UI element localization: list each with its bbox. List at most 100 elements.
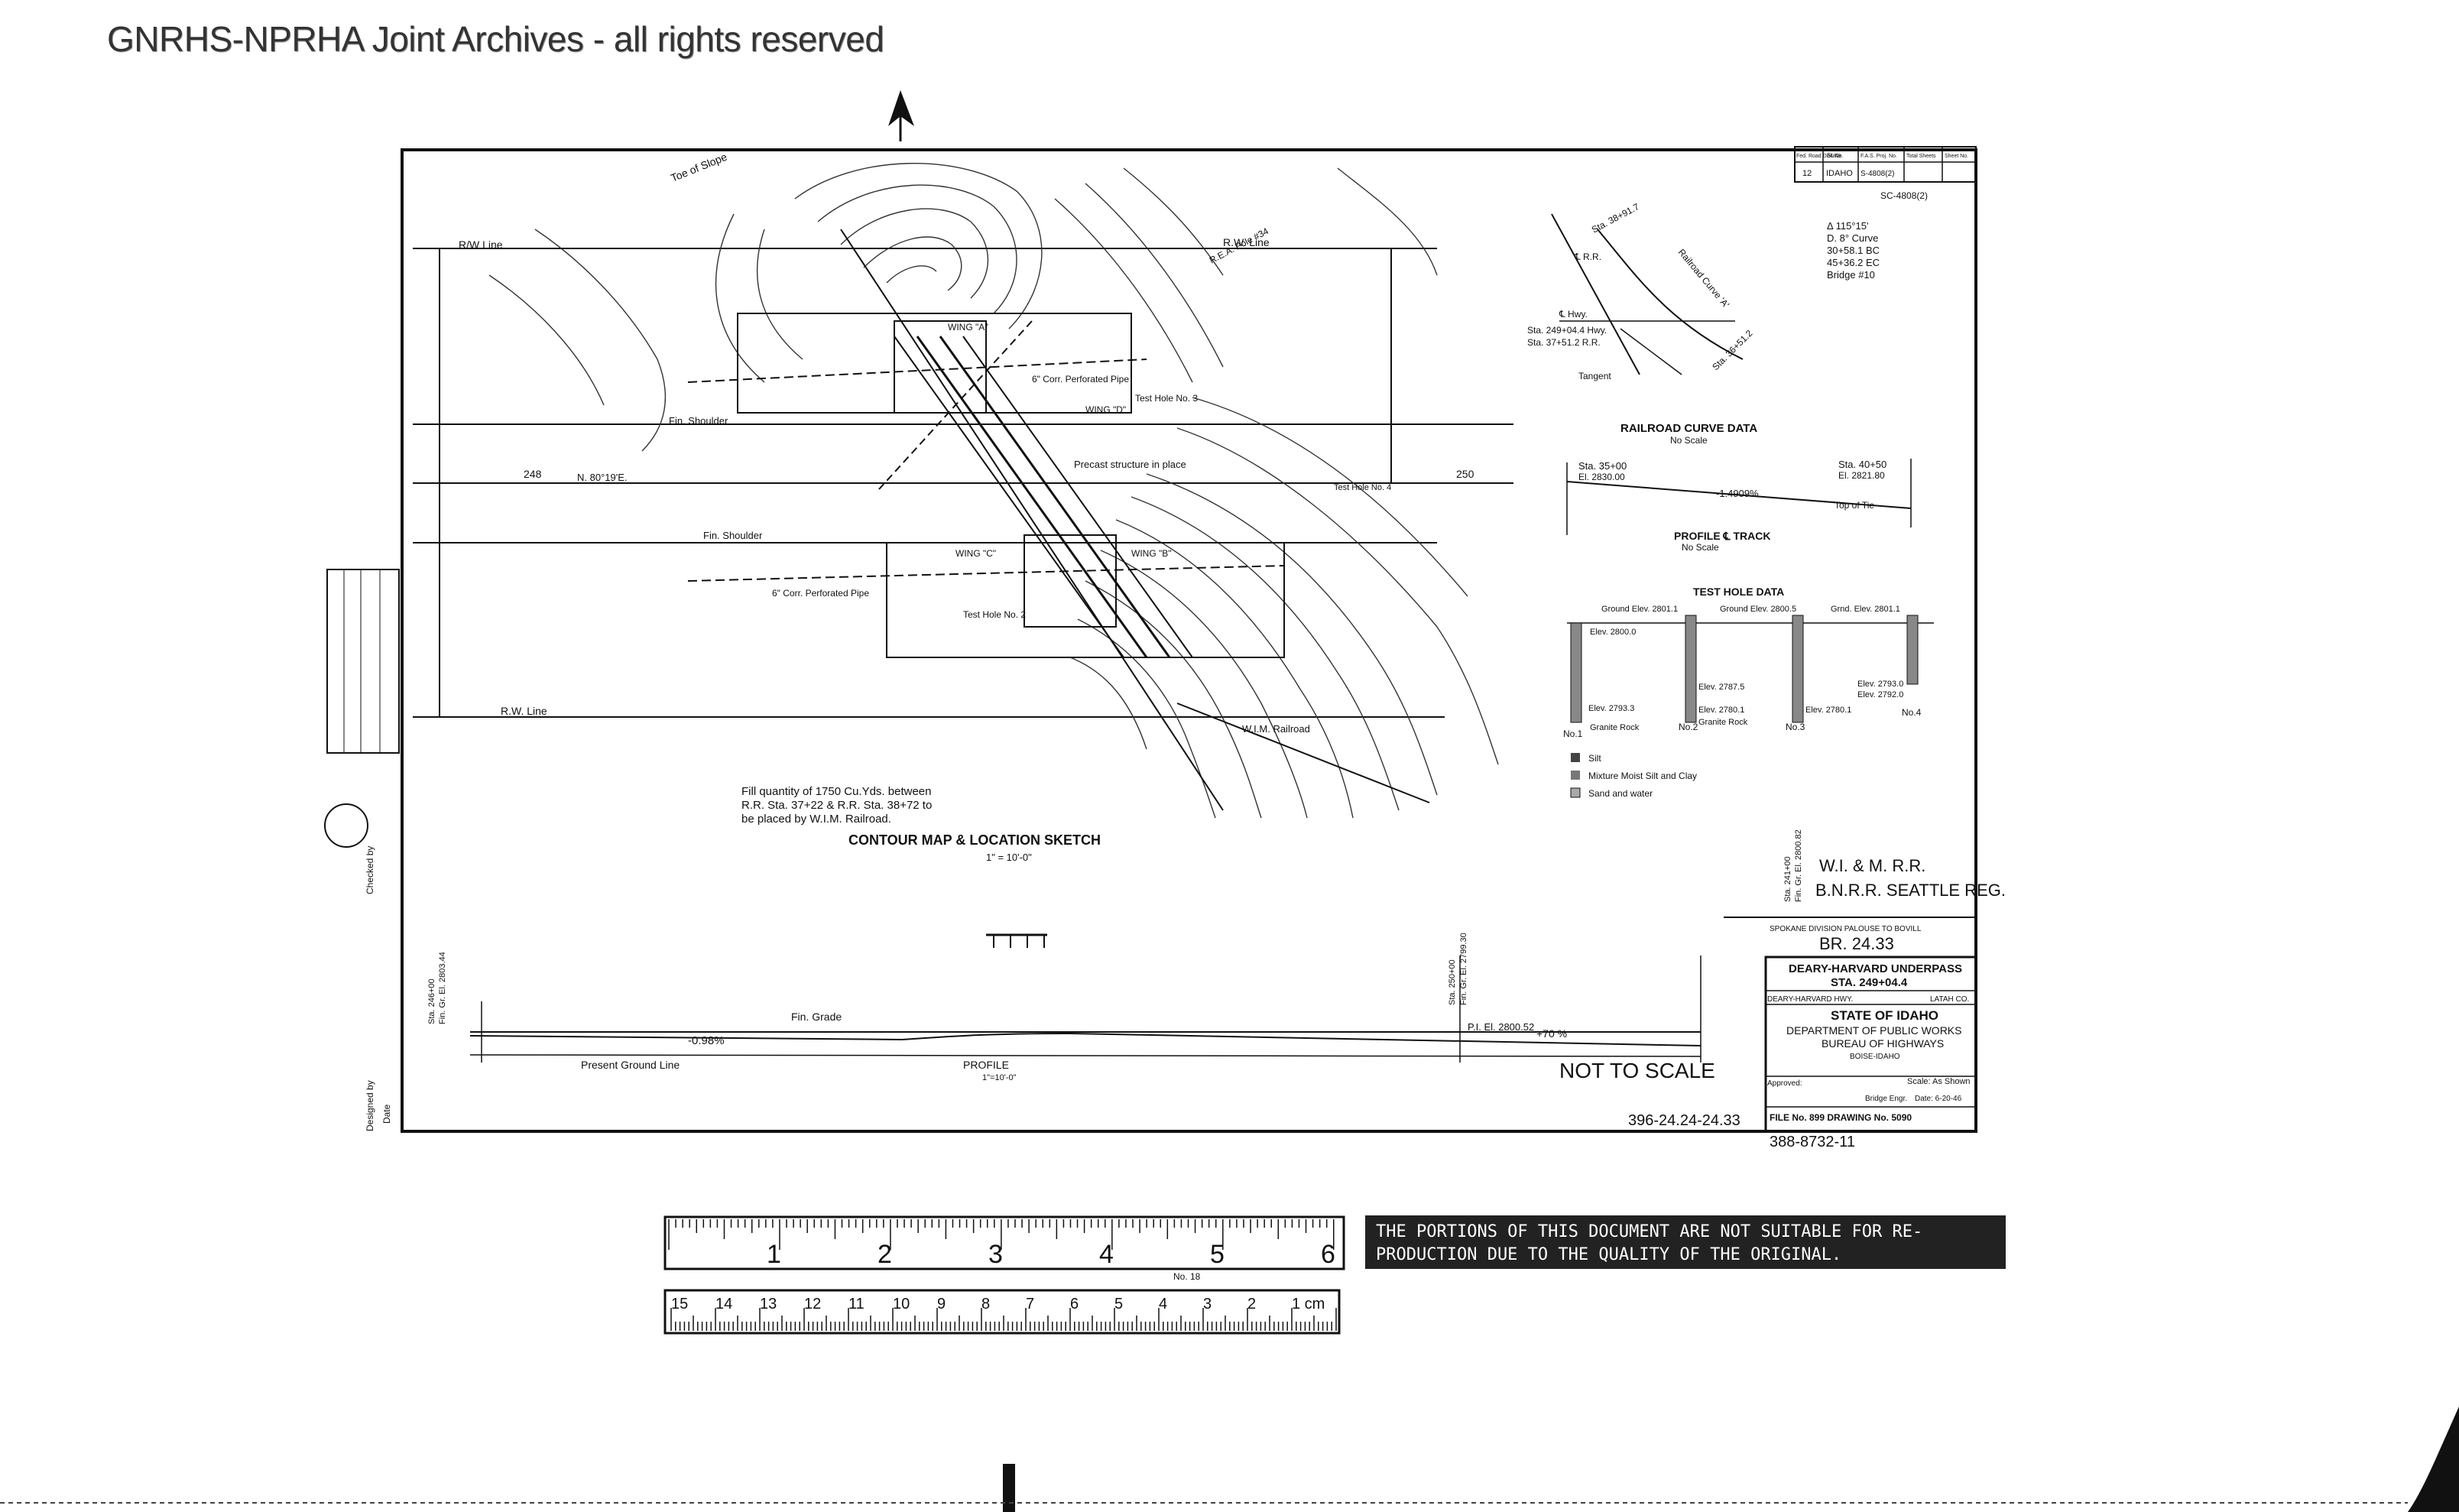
ruler-cm-label: 5	[1114, 1296, 1123, 1312]
label-test-hole-4: Test Hole No. 4	[1334, 483, 1391, 492]
rr-curve-data-2: 30+58.1 BC	[1827, 245, 1880, 256]
tb-rr1: W.I. & M. R.R.	[1819, 856, 1925, 875]
tb-ref1: 396-24.24-24.33	[1628, 1112, 1740, 1129]
tb-dept: DEPARTMENT OF PUBLIC WORKS	[1786, 1024, 1961, 1037]
hole-1-top: Elev. 2800.0	[1590, 628, 1636, 637]
label-row-bottom: R.W. Line	[501, 705, 547, 717]
hole-4-top: Elev. 2793.0	[1857, 680, 1903, 689]
profile-sta-right: Sta. 241+00	[1783, 856, 1792, 902]
track-top-of-tie: Top of Tie	[1835, 500, 1874, 511]
north-arrow-icon	[888, 90, 914, 141]
ruler-cm-label: 3	[1203, 1296, 1212, 1312]
label-test-hole-2: Test Hole No. 2	[963, 609, 1026, 620]
track-sta-left: Sta. 35+00	[1578, 460, 1627, 472]
rr-curve-data-1: D. 8° Curve	[1827, 232, 1878, 244]
tb-approved: Approved:	[1767, 1079, 1802, 1088]
hole-2-bottom: Elev. 2780.1	[1698, 706, 1744, 715]
header-box: Fed. Road Dist. No. State F.A.S. Proj. N…	[1794, 146, 1977, 201]
label-toe-of-slope: Toe of Slope	[669, 151, 728, 184]
hole-1-bottom: Elev. 2793.3	[1588, 704, 1634, 713]
hdr-col-3: Total Sheets	[1906, 154, 1936, 159]
profile-pi: P.I. El. 2800.52	[1468, 1021, 1534, 1033]
profile-fin-grade: Fin. Grade	[791, 1011, 842, 1023]
label-wing-a: WING "A"	[948, 322, 988, 333]
rr-sta-rr: Sta. 37+51.2 R.R.	[1527, 337, 1601, 348]
ruler-cm-label: 1 cm	[1292, 1296, 1325, 1312]
fill-note-3: be placed by W.I.M. Railroad.	[741, 813, 891, 826]
hole-2-rock: Granite Rock	[1698, 718, 1748, 727]
ruler-cm-label: 9	[937, 1296, 946, 1312]
tb-division: SPOKANE DIVISION PALOUSE TO BOVILL	[1770, 925, 1922, 933]
hole-4-no: No.4	[1902, 707, 1922, 718]
ruler-cm-label: 13	[760, 1296, 777, 1312]
hole-2-ground: Ground Elev. 2800.5	[1720, 605, 1796, 614]
sheet-border	[401, 148, 1977, 1133]
ruler-cm-label: 7	[1026, 1296, 1034, 1312]
binding-mark	[1003, 1464, 1015, 1512]
tb-bureau: BUREAU OF HIGHWAYS	[1822, 1037, 1944, 1050]
railroad-track	[840, 229, 1430, 811]
rr-curve-subtitle: No Scale	[1670, 435, 1708, 446]
ruler-cm-label: 12	[804, 1296, 821, 1312]
hdr-val-2: S-4808(2)	[1860, 170, 1894, 178]
tb-state: STATE OF IDAHO	[1831, 1008, 1938, 1023]
profile-sta-mid-elev: Fin. Gr. El. 2799.30	[1459, 933, 1468, 1005]
notice-line-1: THE PORTIONS OF THIS DOCUMENT ARE NOT SU…	[1376, 1222, 1922, 1241]
legend-silt: Silt	[1588, 753, 1601, 764]
label-wing-c: WING "C"	[955, 548, 996, 559]
profile-sta-left-elev: Fin. Gr. El. 2803.44	[438, 952, 447, 1024]
alignment-lines	[413, 248, 1513, 718]
profile-scale: 1"=10'-0"	[982, 1073, 1017, 1082]
legend-mixture: Mixture Moist Silt and Clay	[1588, 771, 1697, 781]
hole-3-no: No.3	[1786, 722, 1805, 732]
rr-tangent: Tangent	[1578, 371, 1611, 381]
tb-name: DEARY-HARVARD UNDERPASS	[1789, 962, 1962, 975]
ruler-inch-6: 6	[1321, 1240, 1335, 1269]
track-el-left: El. 2830.00	[1578, 472, 1625, 482]
hole-2-top: Elev. 2787.5	[1698, 683, 1744, 692]
contour-title: CONTOUR MAP & LOCATION SKETCH	[848, 832, 1101, 848]
test-hole-title: TEST HOLE DATA	[1693, 586, 1784, 598]
not-to-scale: NOT TO SCALE	[1559, 1059, 1715, 1082]
rr-curve-data-0: Δ 115°15'	[1827, 220, 1868, 232]
hole-1-ground: Ground Elev. 2801.1	[1601, 605, 1678, 614]
tb-ref2: 388-8732-11	[1770, 1134, 1855, 1150]
hdr-col-1: State	[1827, 152, 1841, 159]
hole-3-bottom: Elev. 2780.1	[1805, 706, 1851, 715]
ruler-inch-1: 1	[767, 1240, 781, 1269]
label-station-248: 248	[524, 468, 542, 480]
label-fin-shoulder-2: Fin. Shoulder	[703, 530, 763, 541]
legend-sand: Sand and water	[1588, 788, 1653, 799]
page-curl	[2408, 1407, 2459, 1512]
ruler-cm-label: 15	[671, 1296, 688, 1312]
tb-rr2: B.N.R.R. SEATTLE REG.	[1815, 881, 2006, 900]
rr-curve-title: RAILROAD CURVE DATA	[1620, 422, 1757, 435]
contour-scale: 1" = 10'-0"	[986, 852, 1032, 863]
rr-curve-label: Railroad Curve 'A'	[1676, 247, 1731, 310]
fill-note-1: Fill quantity of 1750 Cu.Yds. between	[741, 785, 931, 798]
rr-label-hwy: ℄ Hwy.	[1559, 309, 1588, 320]
ruler-cm-label: 11	[848, 1296, 865, 1312]
notice-line-2: PRODUCTION DUE TO THE QUALITY OF THE ORI…	[1376, 1245, 1841, 1264]
hdr-col-0: Fed. Road Dist. No.	[1796, 154, 1844, 159]
hdr-sub: SC-4808(2)	[1880, 190, 1928, 201]
track-el-right: El. 2821.80	[1838, 470, 1885, 481]
side-checked: Checked by	[365, 846, 375, 894]
label-pipe-bottom: 6" Corr. Perforated Pipe	[772, 588, 869, 599]
ruler-cm-label: 10	[893, 1296, 910, 1312]
track-profile-title: PROFILE ℄ TRACK	[1674, 530, 1770, 542]
rr-label-rr: ℄ R.R.	[1574, 251, 1601, 262]
tb-city: BOISE-IDAHO	[1850, 1053, 1900, 1061]
label-station-250: 250	[1456, 468, 1474, 480]
hole-3-ground: Grnd. Elev. 2801.1	[1831, 605, 1900, 614]
bridge-plan	[687, 313, 1285, 658]
test-hole-data: TEST HOLE DATA Ground Elev. 2801.1 Groun…	[1563, 586, 1934, 799]
label-precast: Precast structure in place	[1074, 459, 1186, 470]
rr-sta-top: Sta. 38+91.7	[1590, 201, 1641, 235]
hdr-col-4: Sheet No.	[1945, 154, 1968, 159]
ruler-cm-label: 14	[715, 1296, 732, 1312]
hdr-val-1: IDAHO	[1826, 169, 1853, 178]
label-wim-railroad: W.I.M. Railroad	[1242, 723, 1310, 735]
track-grade: -1.4909%	[1716, 488, 1759, 499]
label-test-hole-3: Test Hole No. 3	[1135, 393, 1198, 404]
